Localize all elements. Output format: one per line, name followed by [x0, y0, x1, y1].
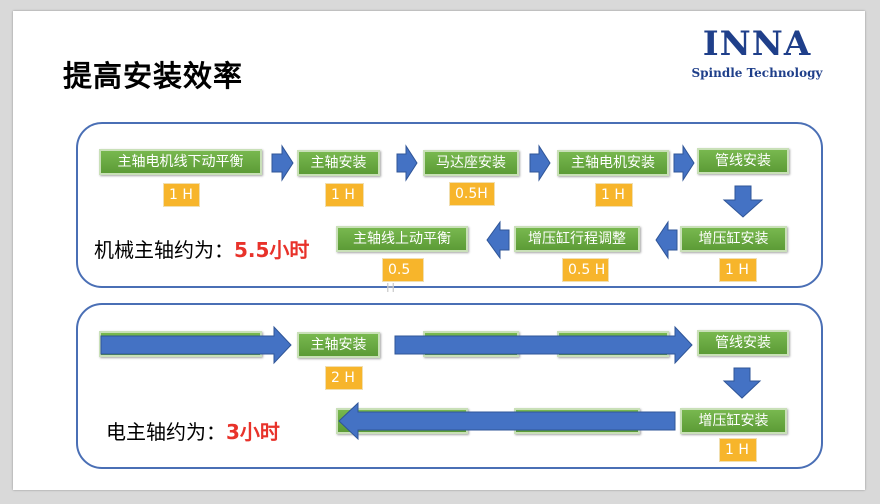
step-spindle-install: 主轴安装	[297, 332, 380, 358]
arrow-down-icon	[722, 185, 764, 218]
step-time: 1 H	[719, 438, 757, 462]
step-pipeline-install: 管线安装	[697, 330, 789, 356]
step-booster-stroke-adjust: 增压缸行程调整	[514, 226, 640, 252]
arrow-right-long-icon	[100, 325, 292, 365]
step-spindle-motor-install: 主轴电机安装	[557, 150, 669, 176]
step-pipeline-install: 管线安装	[697, 148, 789, 174]
step-motor-seat-install: 马达座安装	[423, 150, 519, 176]
step-offline-balancing: 主轴电机线下动平衡	[99, 149, 262, 175]
arrow-right-long-icon	[394, 325, 693, 365]
arrow-left-icon	[486, 220, 510, 260]
summary-prefix: 电主轴约为：	[106, 420, 226, 444]
arrow-right-icon	[271, 144, 294, 182]
step-time-overflow: H	[386, 281, 396, 295]
step-time: 1 H	[719, 258, 757, 282]
step-booster-install: 增压缸安装	[680, 226, 787, 252]
step-time: 1 H	[595, 183, 633, 207]
arrow-right-icon	[673, 144, 695, 182]
step-time: 0.5H	[449, 182, 495, 206]
step-spindle-install: 主轴安装	[297, 150, 380, 176]
summary-prefix: 机械主轴约为：	[94, 238, 234, 262]
step-time: 1 H	[163, 183, 200, 207]
step-time: 0.5 H	[562, 258, 609, 282]
mechanical-spindle-panel	[76, 122, 823, 288]
step-time: 0.5	[382, 258, 424, 282]
step-time: 1 H	[325, 183, 364, 207]
electric-summary: 电主轴约为：3小时	[106, 416, 280, 445]
arrow-left-long-icon	[338, 401, 676, 441]
logo-tagline: Spindle Technology	[691, 66, 823, 80]
arrow-right-icon	[396, 144, 418, 182]
step-booster-install: 增压缸安装	[680, 408, 787, 434]
page-title: 提高安装效率	[63, 59, 244, 93]
summary-value: 3小时	[226, 420, 280, 444]
step-online-balancing: 主轴线上动平衡	[336, 226, 468, 252]
arrow-down-icon	[722, 367, 762, 399]
arrow-right-icon	[529, 144, 551, 182]
summary-value: 5.5小时	[234, 238, 310, 262]
mechanical-summary: 机械主轴约为：5.5小时	[94, 234, 309, 263]
step-time: 2 H	[325, 366, 363, 390]
arrow-left-icon	[655, 220, 678, 260]
logo-wordmark: INNA	[702, 24, 812, 64]
electric-spindle-panel	[76, 303, 823, 469]
